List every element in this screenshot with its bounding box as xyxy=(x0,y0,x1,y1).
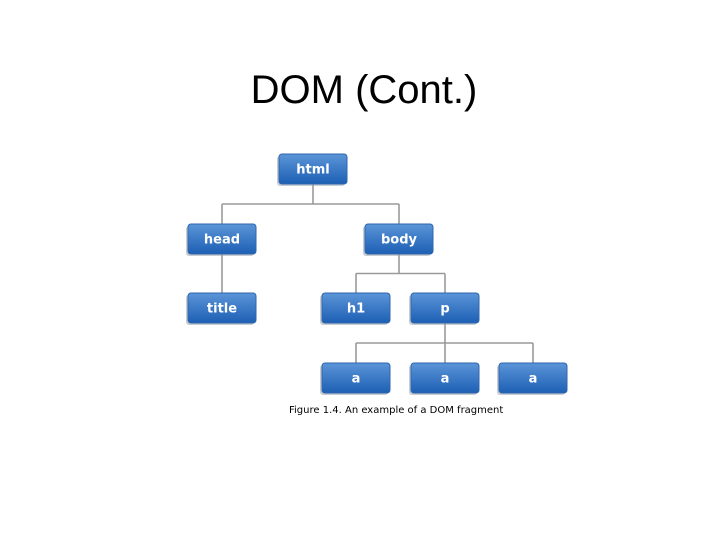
node-label: a xyxy=(441,372,450,387)
node-title: title xyxy=(186,292,257,325)
node-label: a xyxy=(352,372,361,387)
node-body: body xyxy=(363,223,434,256)
node-label: h1 xyxy=(347,302,365,317)
node-a2: a xyxy=(409,362,480,395)
figure-caption: Figure 1.4. An example of a DOM fragment xyxy=(289,405,504,416)
node-h1: h1 xyxy=(320,292,391,325)
node-html: html xyxy=(277,153,348,186)
node-a3: a xyxy=(497,362,568,395)
node-p: p xyxy=(409,292,480,325)
slide-title: DOM (Cont.) xyxy=(250,68,478,112)
node-a1: a xyxy=(320,362,391,395)
node-label: body xyxy=(381,233,418,248)
node-label: a xyxy=(529,372,538,387)
node-label: title xyxy=(207,302,237,317)
node-label: html xyxy=(296,163,329,178)
edge-layer xyxy=(221,184,534,363)
node-head: head xyxy=(186,223,257,256)
node-layer: html head body title h1 p a a a xyxy=(186,153,568,395)
node-label: p xyxy=(440,302,449,317)
node-label: head xyxy=(204,233,240,248)
